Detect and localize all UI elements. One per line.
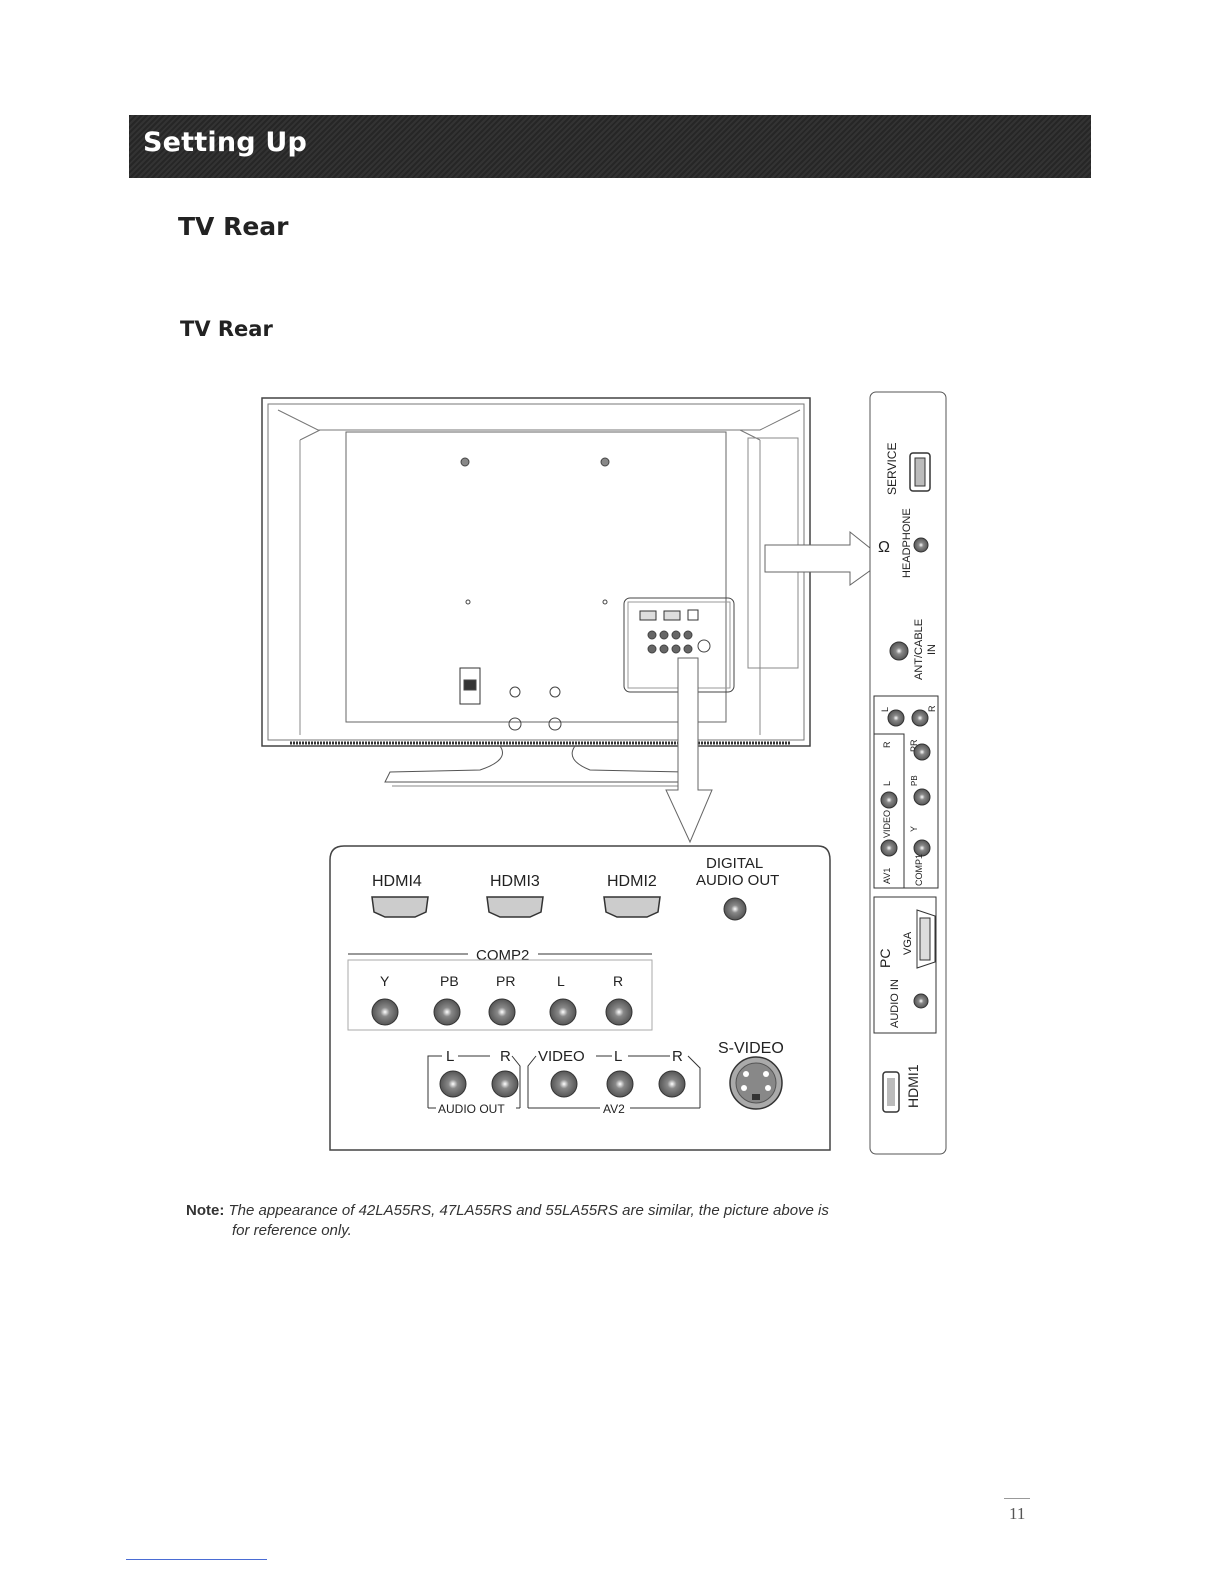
av2-label: AV2 [603, 1102, 625, 1116]
headphone-icon: Ω [878, 539, 890, 556]
av1-label: AV1 [882, 868, 892, 884]
section-title: TV Rear [178, 212, 289, 241]
comp1-label: COMP1 [914, 854, 924, 886]
hdmi4-port [371, 896, 429, 918]
av-l2-label: L [882, 781, 892, 786]
comp2-label: COMP2 [476, 947, 529, 964]
ant-cable-jack [889, 641, 909, 661]
hdmi2-label: HDMI2 [607, 873, 657, 890]
comp2-pr-jack [488, 998, 516, 1026]
note-label: Note: [186, 1202, 225, 1219]
pc-label: PC [877, 949, 893, 968]
hdmi1-port [882, 1071, 900, 1113]
digital-label: DIGITAL [706, 855, 763, 872]
comp2-pb-label: PB [440, 973, 459, 989]
header-title: Setting Up [143, 127, 308, 158]
mount-screw [460, 457, 470, 467]
pr-jack [913, 743, 931, 761]
footer-line [126, 1559, 267, 1560]
vga-port [916, 909, 936, 969]
comp2-y-label: Y [380, 973, 390, 989]
mount-hole [465, 599, 471, 605]
page-number-rule [1004, 1498, 1030, 1499]
mount-hole [602, 599, 608, 605]
audio-r-jack [911, 709, 929, 727]
stand-screw [509, 686, 521, 698]
audio-l-jack [887, 709, 905, 727]
usb-service-port [909, 452, 931, 492]
video-jack [880, 839, 898, 857]
tv-back-illustration [261, 397, 811, 787]
audio-out-l-label: L [446, 1048, 454, 1065]
audio-out-r-label: R [500, 1048, 511, 1065]
av-l-label: L [880, 707, 890, 712]
av2-r-jack [658, 1070, 686, 1098]
in-label: IN [926, 644, 938, 655]
av2-r-label: R [672, 1048, 683, 1065]
hdmi4-label: HDMI4 [372, 873, 422, 890]
y-label: Y [909, 826, 919, 832]
hdmi2-port [603, 896, 661, 918]
hdmi1-label: HDMI1 [905, 1064, 921, 1108]
note-text-line1: The appearance of 42LA55RS, 47LA55RS and… [228, 1202, 829, 1219]
service-label: SERVICE [885, 443, 899, 495]
comp2-l-jack [549, 998, 577, 1026]
note-text-line2: for reference only. [232, 1222, 352, 1239]
comp2-r-label: R [613, 973, 623, 989]
av2-video-label: VIDEO [538, 1048, 585, 1065]
figure-title: TV Rear [180, 317, 273, 341]
comp2-r-jack [605, 998, 633, 1026]
back-ports [639, 609, 711, 654]
digital-audio-out-label: AUDIO OUT [696, 872, 779, 889]
av2-l-label: L [614, 1048, 622, 1065]
digital-audio-out-jack [723, 897, 747, 921]
stand-screw [548, 717, 562, 731]
av-r-label: R [882, 741, 892, 748]
stand-screw [508, 717, 522, 731]
hdmi3-label: HDMI3 [490, 873, 540, 890]
audio-in-label: AUDIO IN [889, 979, 901, 1028]
bottom-panel: HDMI4 HDMI3 HDMI2 DIGITAL AUDIO OUT COMP… [329, 845, 831, 1151]
pr-label: PR [909, 739, 919, 752]
mount-screw [600, 457, 610, 467]
arrow-down [665, 657, 713, 844]
audio-out-r-jack [491, 1070, 519, 1098]
comp2-y-jack [371, 998, 399, 1026]
pb-jack [913, 788, 931, 806]
pb-label: PB [910, 775, 919, 786]
comp-r-label: R [927, 705, 937, 712]
headphone-jack [913, 537, 929, 553]
ant-cable-label: ANT/CABLE [913, 619, 925, 680]
audio-out-l-jack [439, 1070, 467, 1098]
note: Note: The appearance of 42LA55RS, 47LA55… [186, 1200, 946, 1222]
audio-in-jack [913, 993, 929, 1009]
s-video-label: S-VIDEO [718, 1040, 784, 1057]
header-bar: Setting Up [129, 115, 1091, 178]
av2-video-jack [550, 1070, 578, 1098]
headphone-label: HEADPHONE [901, 508, 913, 578]
s-video-jack [729, 1056, 783, 1110]
video-label: VIDEO [882, 810, 892, 838]
arrow-right [764, 530, 886, 586]
y-jack [913, 839, 931, 857]
av2-l-jack [606, 1070, 634, 1098]
comp2-pb-jack [433, 998, 461, 1026]
side-panel: SERVICE HEADPHONE Ω ANT/CABLE IN L R R P… [869, 391, 947, 1155]
av-l-jack [880, 791, 898, 809]
stand-screw [549, 686, 561, 698]
hdmi3-port [486, 896, 544, 918]
comp2-pr-label: PR [496, 973, 515, 989]
vga-label: VGA [902, 931, 914, 955]
audio-out-label: AUDIO OUT [438, 1102, 505, 1116]
page-number: 11 [1009, 1504, 1026, 1523]
comp2-l-label: L [557, 973, 565, 989]
